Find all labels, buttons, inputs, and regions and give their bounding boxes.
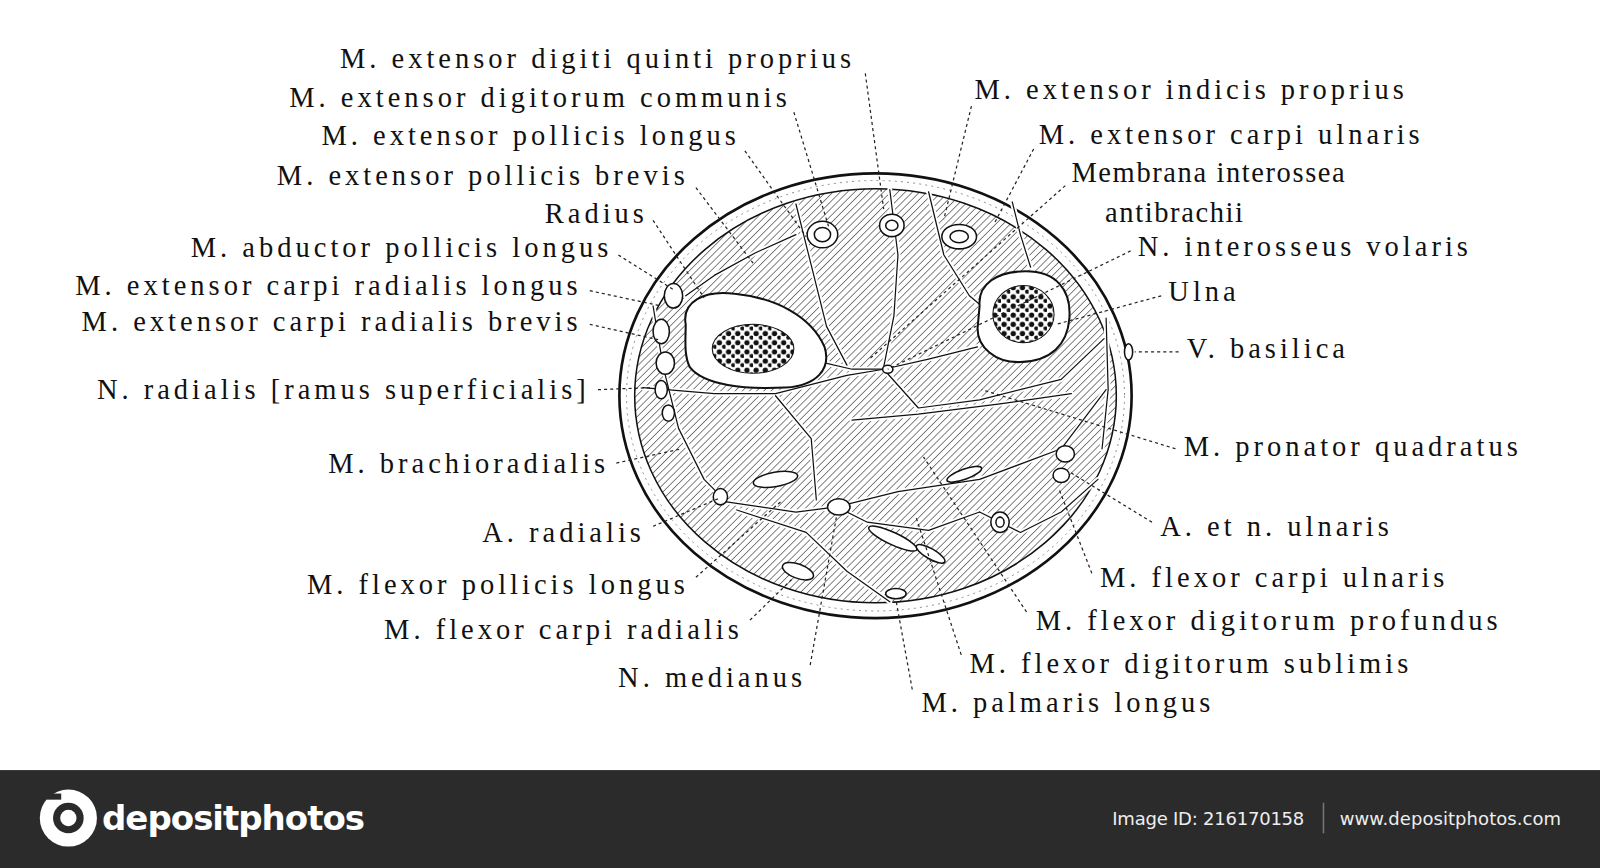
structure-label: Ulna xyxy=(1168,274,1239,310)
structure-label: M. pronator quadratus xyxy=(1184,429,1522,465)
structure-label: A. radialis xyxy=(482,515,645,551)
bones xyxy=(685,271,1069,388)
structure-label: M. extensor digiti quinti proprius xyxy=(340,41,855,77)
structure-label: N. medianus xyxy=(618,660,806,696)
structure-label: N. interosseus volaris xyxy=(1138,229,1472,265)
structure-label: Radius xyxy=(545,196,648,232)
structure-label: M. brachioradialis xyxy=(328,446,609,482)
structure-label: M. extensor digitorum communis xyxy=(289,80,791,116)
structure-label: M. palmaris longus xyxy=(921,685,1214,721)
structure-label: M. flexor digitorum sublimis xyxy=(969,646,1412,682)
watermark-text: depositphotos xyxy=(102,798,364,839)
limb-outline xyxy=(619,173,1131,618)
structure-label: N. radialis [ramus superficialis] xyxy=(97,372,590,408)
structure-label: M. flexor carpi ulnaris xyxy=(1100,560,1448,596)
watermark-bar xyxy=(0,770,1600,868)
structure-label: V. basilica xyxy=(1187,331,1349,367)
watermark-text: Image ID: 216170158 xyxy=(1112,808,1304,830)
structure-label: M. extensor pollicis brevis xyxy=(277,158,689,194)
structure-label: M. extensor carpi radialis brevis xyxy=(82,304,582,340)
structure-label: M. flexor pollicis longus xyxy=(307,567,689,603)
structure-label: M. flexor digitorum profundus xyxy=(1036,603,1502,639)
structure-label: M. abductor pollicis longus xyxy=(191,230,612,266)
structure-label: M. extensor carpi ulnaris xyxy=(1039,117,1424,153)
structure-label: M. extensor indicis proprius xyxy=(974,72,1407,108)
structure-label: A. et n. ulnaris xyxy=(1160,509,1393,545)
fascia-lines xyxy=(643,190,1108,602)
structure-label: M. flexor carpi radialis xyxy=(384,612,743,648)
structure-label: M. extensor pollicis longus xyxy=(321,118,739,154)
tendons-vessels-nerves xyxy=(653,214,1133,599)
structure-label: Membrana interossea antibrachii xyxy=(1071,153,1457,233)
structure-label: M. extensor carpi radialis longus xyxy=(75,268,581,304)
watermark-text: www.depositphotos.com xyxy=(1340,808,1561,830)
